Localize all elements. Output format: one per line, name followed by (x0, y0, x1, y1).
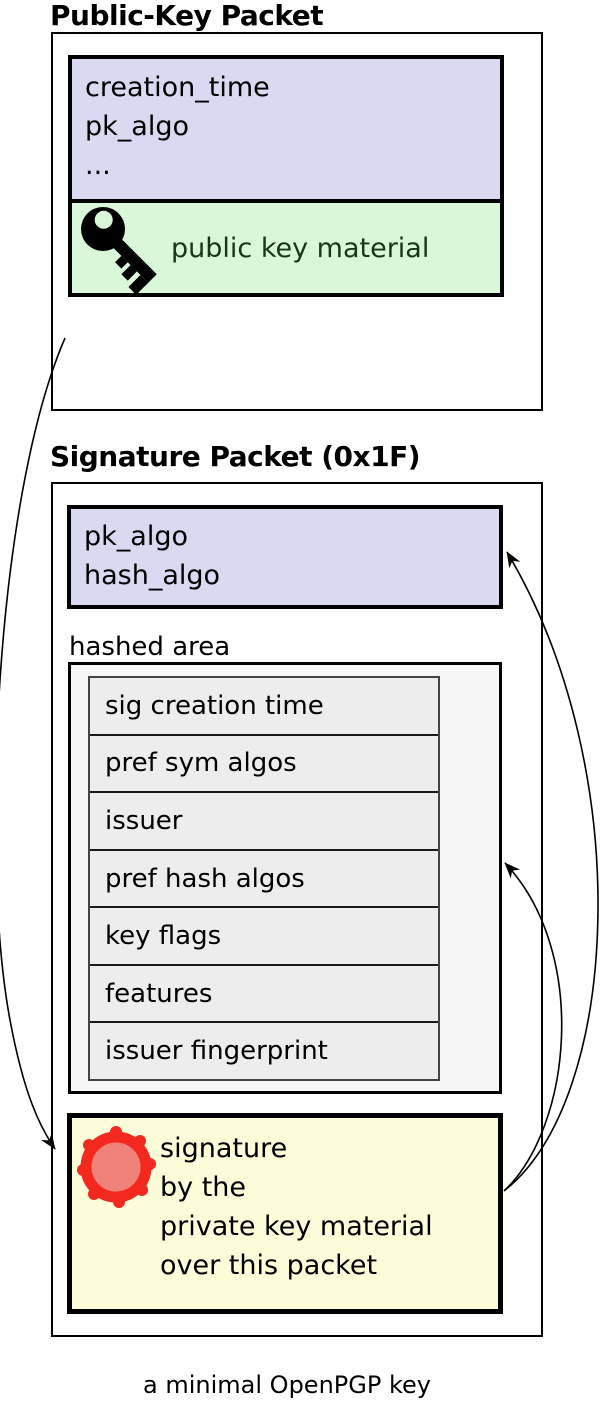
public-key-packet-title: Public-Key Packet (50, 0, 324, 32)
signature-line: by the (160, 1172, 247, 1203)
subpacket-row-pref-hash-algos: pref hash algos (90, 848, 438, 907)
field-hash-algo: hash_algo (84, 560, 221, 591)
subpacket-row-pref-sym-algos: pref sym algos (90, 733, 438, 792)
public-key-packet-contents: creation_time pk_algo ... public key mat… (68, 55, 504, 297)
public-key-header-section: creation_time pk_algo ... (72, 59, 500, 203)
signature-line: over this packet (160, 1250, 378, 1281)
public-key-material-section: public key material (72, 203, 500, 293)
hashed-subpacket-table: sig creation time pref sym algos issuer … (88, 676, 440, 1081)
wax-seal-icon (77, 1126, 156, 1208)
signature-line: private key material (160, 1211, 433, 1242)
signature-packet-title: Signature Packet (0x1F) (50, 440, 421, 473)
field-pk-algo: pk_algo (85, 111, 189, 142)
signature-algo-section: pk_algo hash_algo (67, 505, 503, 609)
subpacket-row-sig-creation-time: sig creation time (90, 678, 438, 734)
public-key-packet-box: creation_time pk_algo ... public key mat… (51, 32, 543, 411)
key-icon (81, 207, 157, 293)
subpacket-row-issuer-fingerprint: issuer fingerprint (90, 1021, 438, 1080)
signature-line: signature (160, 1133, 288, 1164)
subpacket-row-issuer: issuer (90, 791, 438, 849)
field-ellipsis: ... (85, 150, 111, 181)
public-key-material-label: public key material (171, 232, 430, 264)
subpacket-row-features: features (90, 963, 438, 1022)
field-pk-algo: pk_algo (84, 521, 188, 552)
diagram-caption: a minimal OpenPGP key (143, 1371, 431, 1399)
hashed-area-label: hashed area (69, 632, 231, 662)
signature-description: signature by the private key material ov… (160, 1129, 433, 1285)
subpacket-row-key-flags: key flags (90, 906, 438, 964)
field-creation-time: creation_time (85, 72, 270, 103)
